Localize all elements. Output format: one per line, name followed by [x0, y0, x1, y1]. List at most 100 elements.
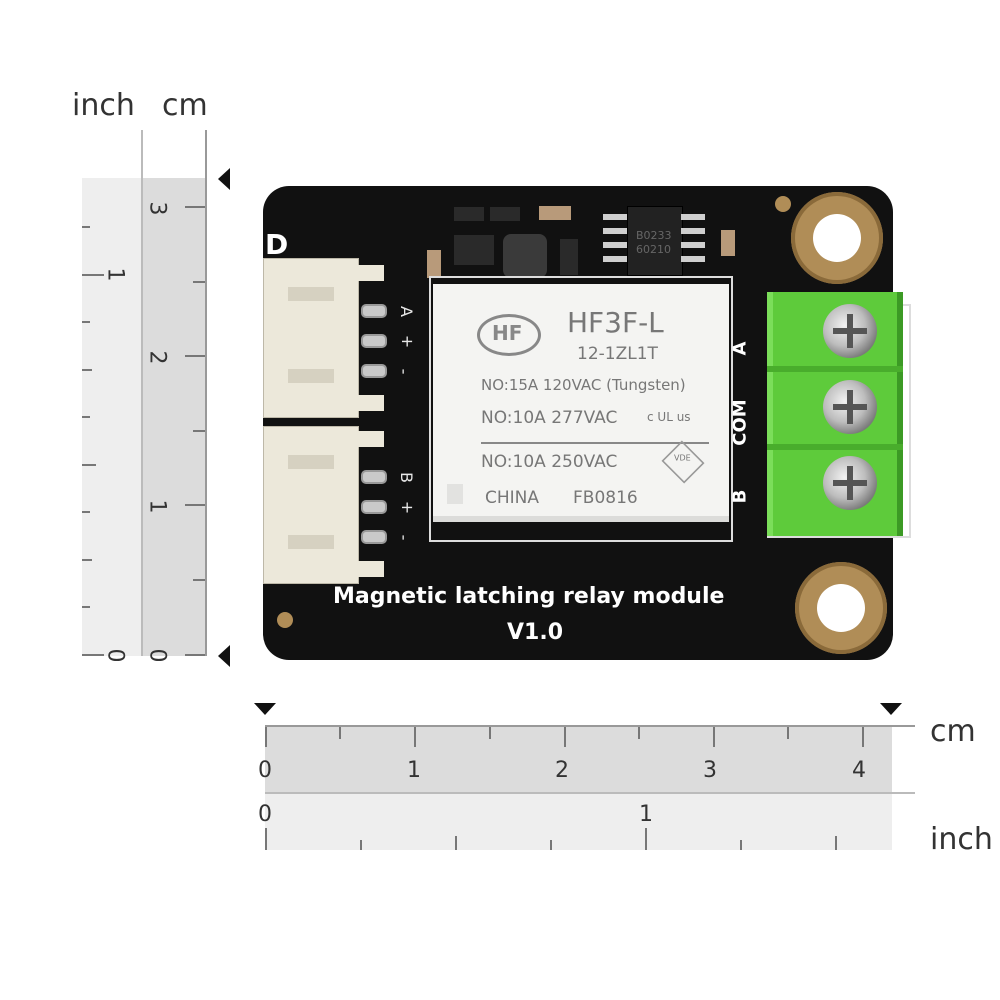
- left-ruler-tick: [82, 511, 90, 513]
- left-ruler-cm-1: 1: [144, 499, 170, 514]
- connector-bottom: [263, 426, 384, 584]
- solder-pad: [361, 470, 387, 484]
- left-ruler-tick: [82, 654, 104, 656]
- relay-logo: HF: [477, 314, 541, 356]
- relay-origin: CHINA: [485, 488, 540, 508]
- terminal-label-b: B: [729, 489, 751, 504]
- left-ruler-cm-spine: [205, 130, 207, 656]
- relay-part: 12-1ZL1T: [577, 344, 658, 364]
- bottom-ruler-end-marker: [880, 703, 902, 715]
- pin-label-minus: -: [394, 534, 414, 541]
- left-ruler-tick: [82, 464, 96, 466]
- solder-pad: [361, 500, 387, 514]
- left-ruler-inch-strip: [82, 178, 142, 656]
- mounting-hole-bottom: [795, 562, 887, 654]
- bottom-ruler-tick: [489, 727, 491, 739]
- solder-pad: [361, 334, 387, 348]
- via-top: [775, 196, 791, 212]
- terminal-label-a: A: [729, 341, 751, 356]
- relay-rating-3: NO:10A 250VAC: [481, 452, 618, 472]
- smd-capacitor: [539, 206, 571, 220]
- pin-label-minus: -: [394, 368, 414, 375]
- bottom-ruler-cm-4: 4: [852, 758, 866, 783]
- bottom-ruler-tick: [550, 840, 552, 850]
- via-bottom: [277, 612, 293, 628]
- bottom-ruler-cm-strip: [265, 726, 892, 792]
- bottom-ruler-tick: [414, 727, 416, 747]
- bottom-ruler-inch-label: inch: [930, 822, 993, 857]
- bottom-ruler-tick: [740, 840, 742, 850]
- inductor: [503, 234, 547, 278]
- bottom-ruler-divider: [265, 792, 915, 794]
- relay-tab: [447, 484, 463, 504]
- bottom-ruler-tick: [265, 828, 267, 850]
- bottom-ruler-tick: [787, 727, 789, 739]
- bottom-ruler-cm-2: 2: [555, 758, 569, 783]
- solder-pad: [361, 530, 387, 544]
- bottom-ruler-cm-spine: [265, 725, 915, 727]
- left-ruler-tick: [185, 654, 205, 656]
- mounting-hole-top: [791, 192, 883, 284]
- transistor: [453, 234, 495, 266]
- left-ruler-tick: [193, 579, 205, 581]
- bottom-ruler-tick: [455, 836, 457, 850]
- terminal-label-com: COM: [729, 399, 751, 446]
- bottom-ruler-cm-1: 1: [407, 758, 421, 783]
- pin-label-plus: +: [398, 500, 418, 515]
- terminal-screw-com: [823, 380, 877, 434]
- smd-resistor: [453, 206, 485, 222]
- left-ruler-tick: [185, 504, 205, 506]
- bottom-ruler-tick: [713, 727, 715, 747]
- bottom-ruler-tick: [360, 840, 362, 850]
- left-ruler-tick: [185, 206, 205, 208]
- pin-label-b: B: [396, 472, 416, 483]
- pin-label-a: A: [396, 306, 416, 317]
- solder-pad: [361, 304, 387, 318]
- connector-top: [263, 258, 384, 418]
- bottom-ruler-inch-0: 0: [258, 802, 272, 827]
- left-ruler-divider: [141, 130, 143, 656]
- ic-marking-2: 60210: [636, 243, 671, 256]
- left-ruler-tick: [185, 355, 205, 357]
- pcb-board: D A + - B + - B0233 60210: [263, 186, 911, 660]
- bottom-ruler-tick: [645, 828, 647, 850]
- left-ruler-cm-label: cm: [162, 88, 208, 123]
- left-ruler-cm-2: 2: [144, 350, 170, 365]
- bottom-ruler-start-marker: [254, 703, 276, 715]
- relay-model: HF3F-L: [567, 306, 664, 339]
- bottom-ruler-tick: [638, 727, 640, 739]
- left-ruler-tick: [82, 606, 90, 608]
- left-ruler-inch-0: 0: [102, 648, 128, 663]
- solder-pad: [361, 364, 387, 378]
- relay-code: FB0816: [573, 488, 638, 508]
- left-ruler-tick: [82, 226, 90, 228]
- left-ruler-tick: [82, 274, 104, 276]
- left-ruler-tick: [82, 369, 92, 371]
- left-ruler-cm-strip: [142, 178, 206, 656]
- ic-marking-1: B0233: [636, 229, 672, 242]
- relay-rating-2: NO:10A 277VAC: [481, 408, 618, 428]
- bottom-ruler-tick: [835, 836, 837, 850]
- relay-divider: [481, 442, 709, 444]
- bottom-ruler-inch-strip: [265, 794, 892, 850]
- brand-logo: D: [265, 228, 289, 261]
- left-ruler-cm-0: 0: [144, 648, 170, 663]
- left-ruler-tick: [82, 416, 90, 418]
- smd-capacitor: [427, 250, 441, 278]
- bottom-ruler-cm-label: cm: [930, 714, 976, 749]
- bottom-ruler-tick: [862, 727, 864, 747]
- left-ruler-tick: [193, 430, 205, 432]
- left-ruler-inch-1: 1: [102, 267, 128, 282]
- smd-capacitor: [721, 230, 735, 256]
- terminal-screw-b: [823, 456, 877, 510]
- diode: [559, 238, 579, 276]
- relay-rating-1: NO:15A 120VAC (Tungsten): [481, 376, 686, 394]
- bottom-ruler-tick: [564, 727, 566, 747]
- left-ruler-tick: [82, 559, 92, 561]
- left-ruler-top-marker: [218, 168, 230, 190]
- pin-label-plus: +: [398, 334, 418, 349]
- relay-cert-vde: VDE: [661, 440, 705, 484]
- left-ruler-tick: [82, 321, 90, 323]
- left-ruler-cm-3: 3: [144, 201, 170, 216]
- left-ruler-tick: [193, 281, 205, 283]
